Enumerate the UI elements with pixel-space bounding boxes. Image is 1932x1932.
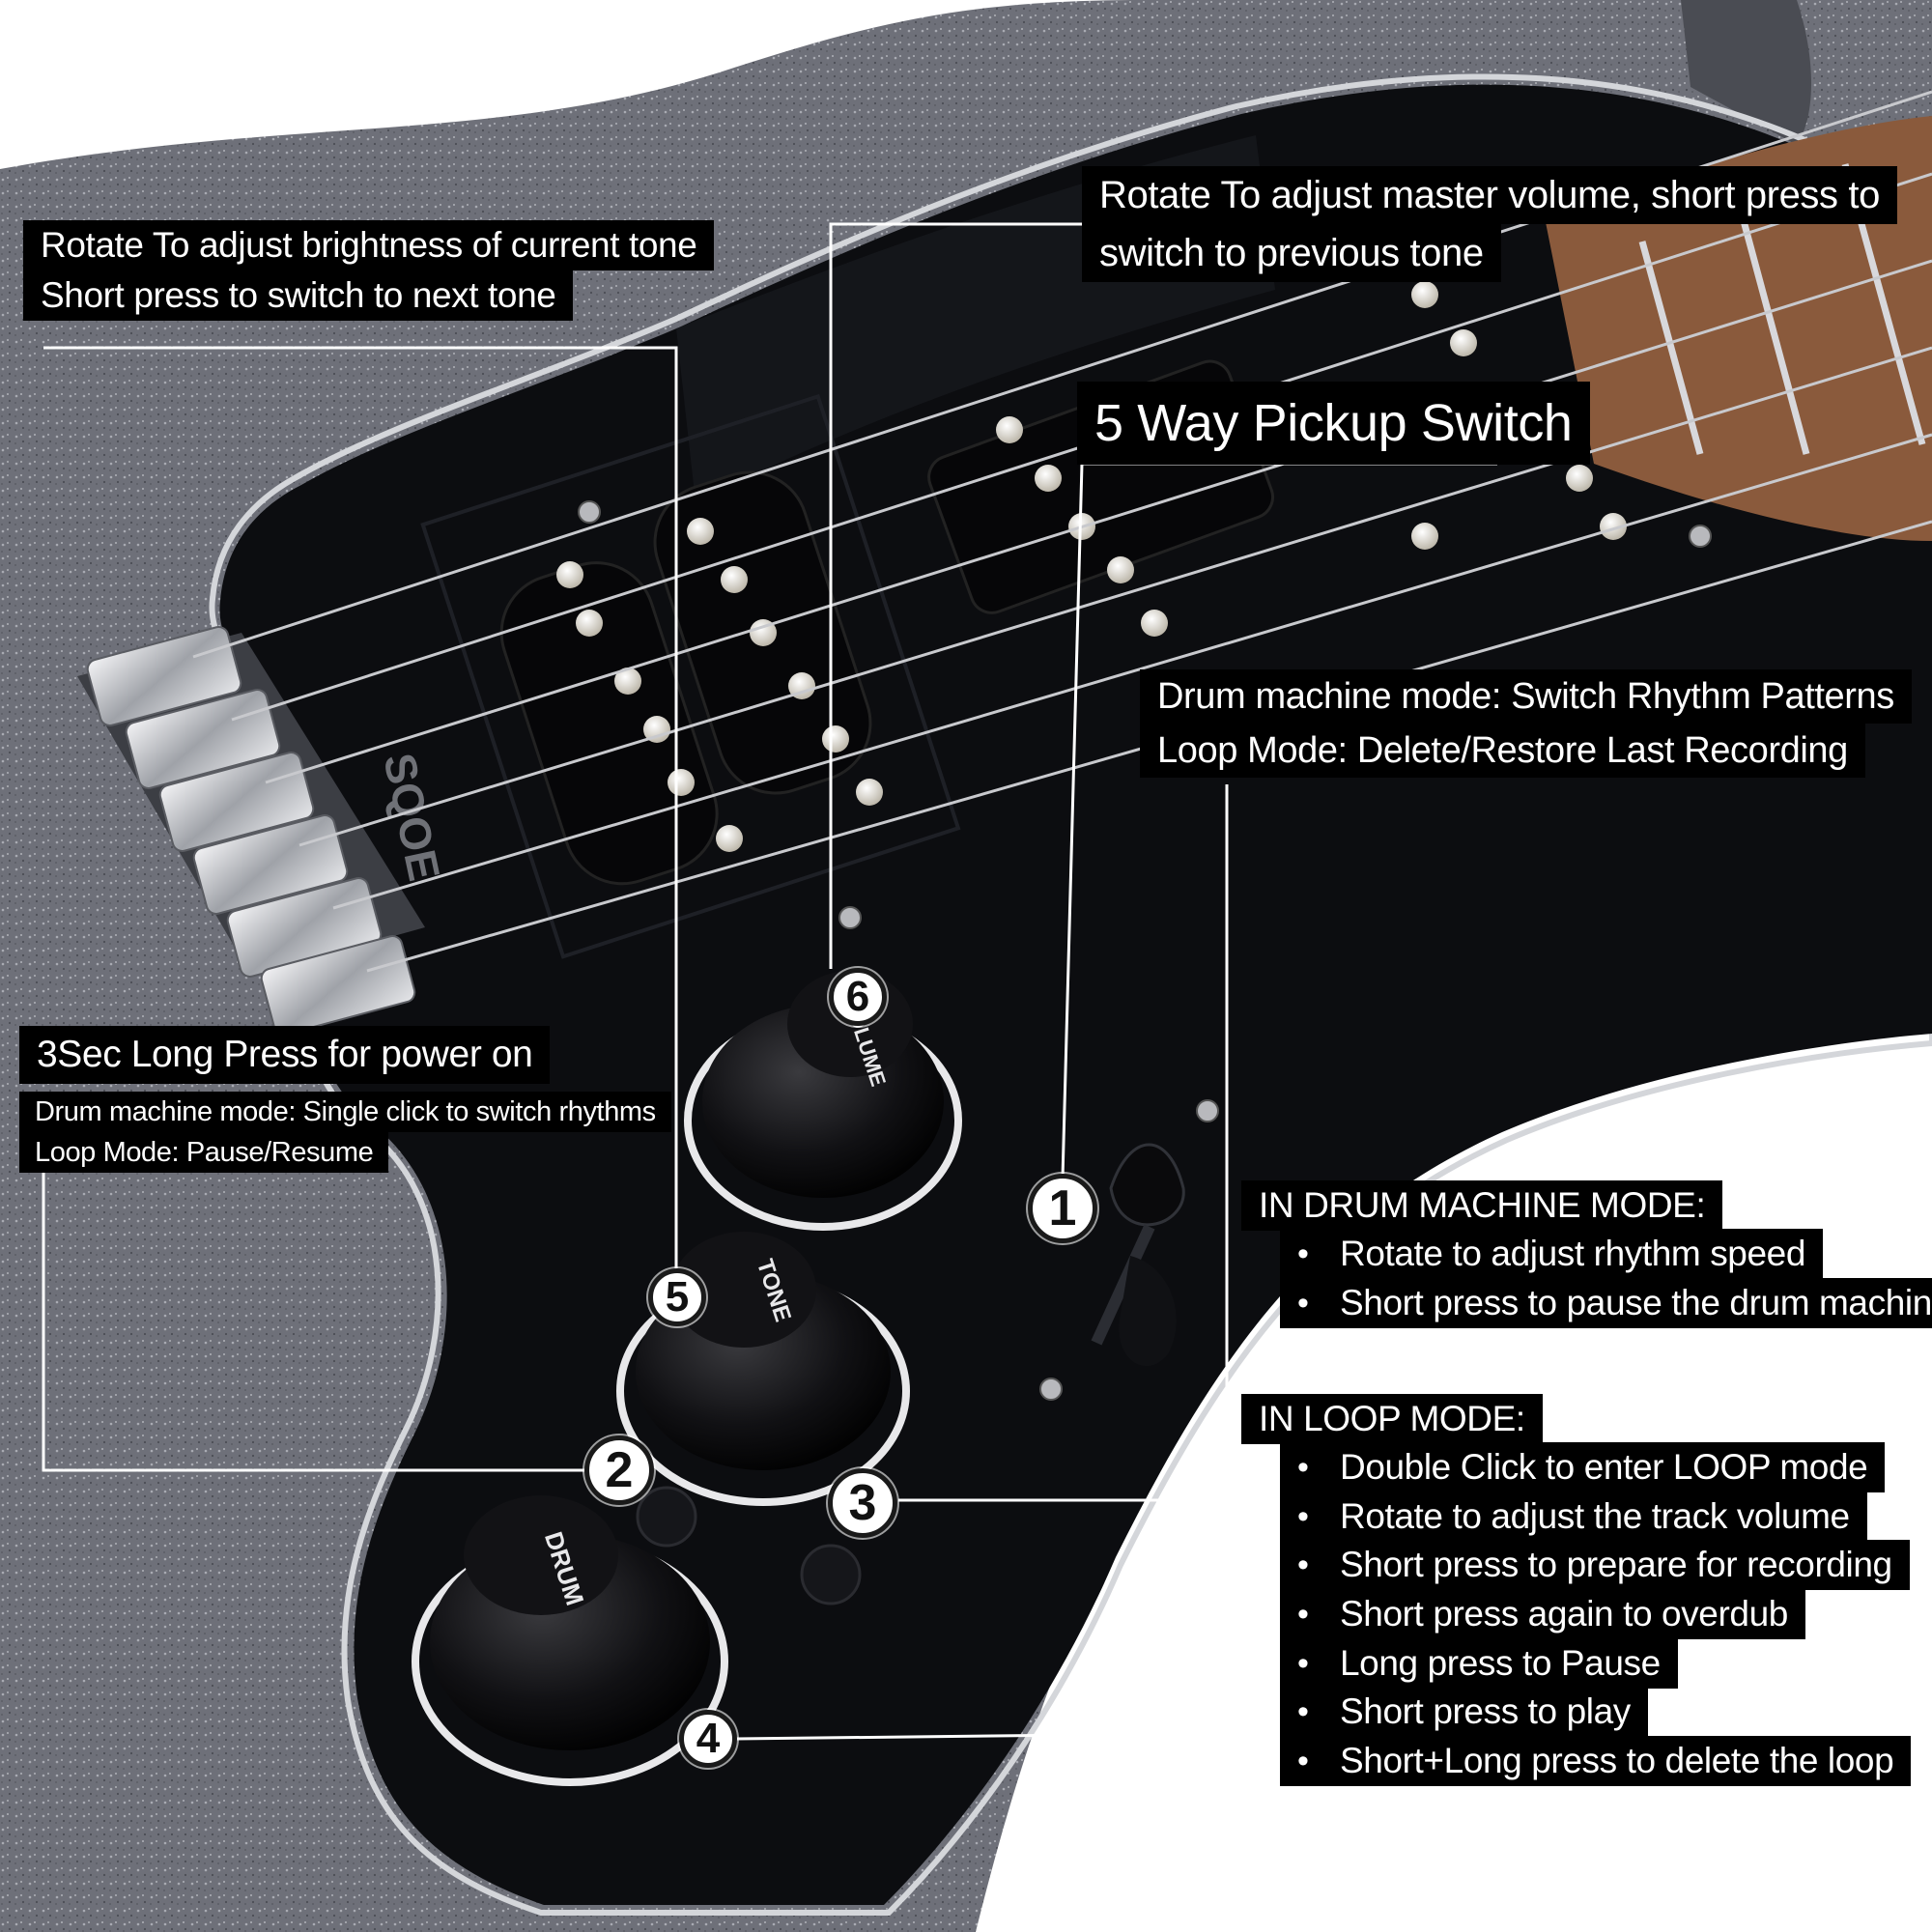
badge-2: 2 bbox=[584, 1435, 654, 1505]
guitar-strings bbox=[192, 90, 1932, 973]
loop-mode-item: Short+Long press to delete the loop bbox=[1280, 1736, 1912, 1786]
drum-mode-heading: IN DRUM MACHINE MODE: bbox=[1241, 1180, 1723, 1231]
power-callout-title: 3Sec Long Press for power on bbox=[19, 1026, 551, 1084]
loop-mode-item: Short press to prepare for recording bbox=[1280, 1540, 1910, 1590]
loop-mode-item: Short press again to overdub bbox=[1280, 1589, 1805, 1639]
pickup-switch-callout: 5 Way Pickup Switch bbox=[1077, 382, 1590, 465]
badge-5: 5 bbox=[648, 1268, 706, 1326]
loop-mode-item: Long press to Pause bbox=[1280, 1638, 1678, 1689]
power-callout-line2: Loop Mode: Pause/Resume bbox=[19, 1132, 389, 1173]
badge-4: 4 bbox=[679, 1710, 737, 1768]
drum-mode-item: Short press to pause the drum machine bbox=[1280, 1278, 1932, 1328]
tone-knob-callout-line1: Rotate To adjust brightness of current t… bbox=[23, 220, 715, 270]
volume-knob-callout-line1: Rotate To adjust master volume, short pr… bbox=[1082, 166, 1897, 224]
tone-knob-callout-line2: Short press to switch to next tone bbox=[23, 270, 574, 321]
badge-1: 1 bbox=[1028, 1174, 1097, 1243]
badge-6: 6 bbox=[829, 968, 887, 1026]
tremolo-bridge bbox=[77, 626, 425, 1036]
tone-knob: TONE bbox=[616, 1232, 910, 1506]
loop-mode-item: Rotate to adjust the track volume bbox=[1280, 1492, 1867, 1542]
neck-heel bbox=[1681, 0, 1811, 145]
small-button bbox=[636, 1486, 697, 1548]
loop-mode-heading: IN LOOP MODE: bbox=[1241, 1394, 1543, 1444]
power-callout-line1: Drum machine mode: Single click to switc… bbox=[19, 1092, 671, 1132]
drum-mode-item: Rotate to adjust rhythm speed bbox=[1280, 1229, 1824, 1279]
loop-mode-item: Double Click to enter LOOP mode bbox=[1280, 1442, 1886, 1492]
button-3-callout-line2: Loop Mode: Delete/Restore Last Recording bbox=[1140, 724, 1865, 778]
drum-knob: DRUM bbox=[412, 1495, 728, 1786]
volume-knob-callout-line2: switch to previous tone bbox=[1082, 224, 1501, 282]
small-button bbox=[800, 1544, 862, 1605]
pickup-switch bbox=[1091, 1143, 1185, 1367]
loop-mode-item: Short press to play bbox=[1280, 1687, 1648, 1737]
button-3-callout-line1: Drum machine mode: Switch Rhythm Pattern… bbox=[1140, 669, 1912, 724]
badge-3: 3 bbox=[828, 1468, 897, 1538]
